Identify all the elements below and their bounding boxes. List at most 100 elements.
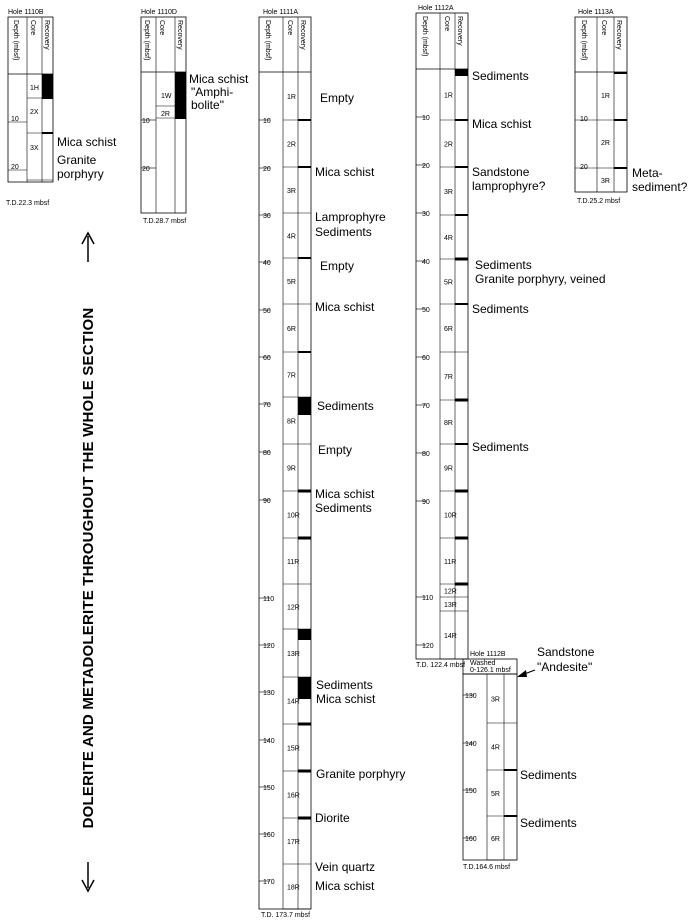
- hole-1110B: Hole 1110B Depth (mbsf) Core Recovery 10…: [6, 9, 117, 207]
- depth-label: 60: [263, 355, 271, 362]
- depth-label: 50: [422, 307, 430, 314]
- core-label: 18R: [287, 885, 300, 892]
- recovery-header: Recovery: [615, 20, 622, 50]
- core-label: 2R: [444, 142, 453, 149]
- column-frame: [7, 16, 54, 183]
- core-label: 8R: [444, 420, 453, 427]
- lithology-label: Mica schist: [315, 165, 375, 179]
- core-label: 6R: [444, 326, 453, 333]
- depth-label: 90: [422, 499, 430, 506]
- depth-header: Depth (mbsf): [580, 20, 587, 60]
- lithology-label: Empty: [320, 259, 354, 273]
- depth-label: 30: [263, 213, 271, 220]
- core-label: 9R: [287, 466, 296, 473]
- core-label: 11R: [287, 559, 299, 566]
- lithology-label: Granite: [57, 153, 97, 167]
- total-depth: T.D. 173.7 mbsf: [261, 912, 310, 919]
- depth-label: 10: [263, 118, 271, 125]
- side-label: DOLERITE AND METADOLERITE THROUGHOUT THE…: [80, 308, 97, 829]
- hole-title: Hole 1110D: [141, 9, 177, 16]
- core-label: 4R: [491, 745, 500, 752]
- lithology-label: Meta-: [632, 166, 663, 180]
- lithology-label: Diorite: [315, 811, 350, 825]
- depth-label: 20: [11, 164, 19, 171]
- recovery-header: Recovery: [456, 16, 463, 46]
- core-label: 5R: [491, 791, 500, 798]
- core-label: 11R: [444, 559, 456, 566]
- core-label: 2R: [601, 140, 610, 147]
- depth-label: 20: [580, 164, 588, 171]
- total-depth: T.D.28.7 mbsf: [143, 218, 186, 225]
- lithology-label: Mica schist: [315, 879, 375, 893]
- recovery-header: Recovery: [43, 20, 50, 50]
- lithology-label: Sediments: [472, 440, 529, 454]
- core-label: 7R: [287, 373, 296, 380]
- side-label-group: DOLERITE AND METADOLERITE THROUGHOUT THE…: [80, 231, 97, 893]
- core-label: 10R: [444, 513, 457, 520]
- depth-label: 160: [465, 836, 477, 843]
- hole-1112A: Hole 1112A Depth (mbsf) Core Recovery 10…: [415, 5, 606, 669]
- hole-title: Hole 1110B: [8, 9, 44, 16]
- lithology-label: Mica schist: [57, 135, 117, 149]
- core-label: 17R: [287, 839, 300, 846]
- total-depth: T.D.164.6 mbsf: [463, 864, 510, 871]
- lithology-label: Sediments: [472, 69, 529, 83]
- lithology-label: Empty: [320, 91, 354, 105]
- depth-label: 60: [422, 355, 430, 362]
- depth-label: 150: [263, 785, 275, 792]
- core-header: Core: [158, 20, 165, 35]
- lithology-label: Mica schist: [472, 117, 532, 131]
- depth-label: 40: [263, 260, 271, 267]
- depth-label: 50: [263, 308, 271, 315]
- depth-label: 160: [263, 832, 275, 839]
- arrowhead-down: [81, 879, 95, 893]
- core-column: 1R2R3R4R5R6R7R8R9R10R11R12R13R14R15R16R1…: [283, 94, 311, 910]
- core-label: 7R: [444, 374, 453, 381]
- lithology-label: Mica schist: [316, 692, 376, 706]
- recovery-block: [298, 397, 311, 415]
- lithology-label: bolite": [191, 98, 224, 112]
- lithology-label: Mica schist: [189, 72, 249, 86]
- total-depth: T.D. 122.4 mbsf: [416, 662, 465, 669]
- recovery-header: Recovery: [176, 20, 183, 50]
- arrowhead-up: [81, 231, 95, 245]
- hole-1113A: Hole 1113A Depth (mbsf) Core Recovery 10…: [574, 9, 688, 205]
- core-label: 10R: [287, 513, 300, 520]
- lithology-label: Sediments: [315, 225, 372, 239]
- recovery-block: [298, 677, 311, 699]
- washed-label: Washed: [470, 660, 496, 667]
- core-label: 3R: [287, 188, 296, 195]
- lithology-label: Granite porphyry: [316, 767, 405, 781]
- core-label: 6R: [287, 326, 296, 333]
- hole-title: Hole 1112B: [470, 651, 506, 658]
- lithology-label: Empty: [318, 443, 352, 457]
- lithology-label: Sediments: [520, 816, 577, 830]
- lithology-label: Sediments: [520, 768, 577, 782]
- depth-label: 10: [11, 116, 19, 123]
- recovery-block: [298, 629, 311, 640]
- depth-label: 90: [263, 498, 271, 505]
- core-label: 14R: [287, 699, 300, 706]
- depth-label: 120: [263, 643, 275, 650]
- hole-title: Hole 1111A: [263, 9, 298, 16]
- depth-label: 130: [263, 690, 275, 697]
- depth-label: 110: [422, 595, 433, 602]
- depth-label: 40: [422, 259, 430, 266]
- core-label: 2R: [161, 111, 170, 118]
- depth-label: 20: [142, 166, 150, 173]
- depth-header: Depth (mbsf): [264, 20, 271, 60]
- hole-title: Hole 1113A: [578, 9, 614, 16]
- depth-header: Depth (mbsf): [12, 20, 19, 60]
- lithology-label: Vein quartz: [315, 860, 375, 874]
- core-label: 3R: [601, 178, 610, 185]
- recovery-block: [175, 72, 186, 119]
- core-label: 3R: [491, 697, 500, 704]
- core-label: 13R: [444, 602, 457, 609]
- core-label: 9R: [444, 466, 453, 473]
